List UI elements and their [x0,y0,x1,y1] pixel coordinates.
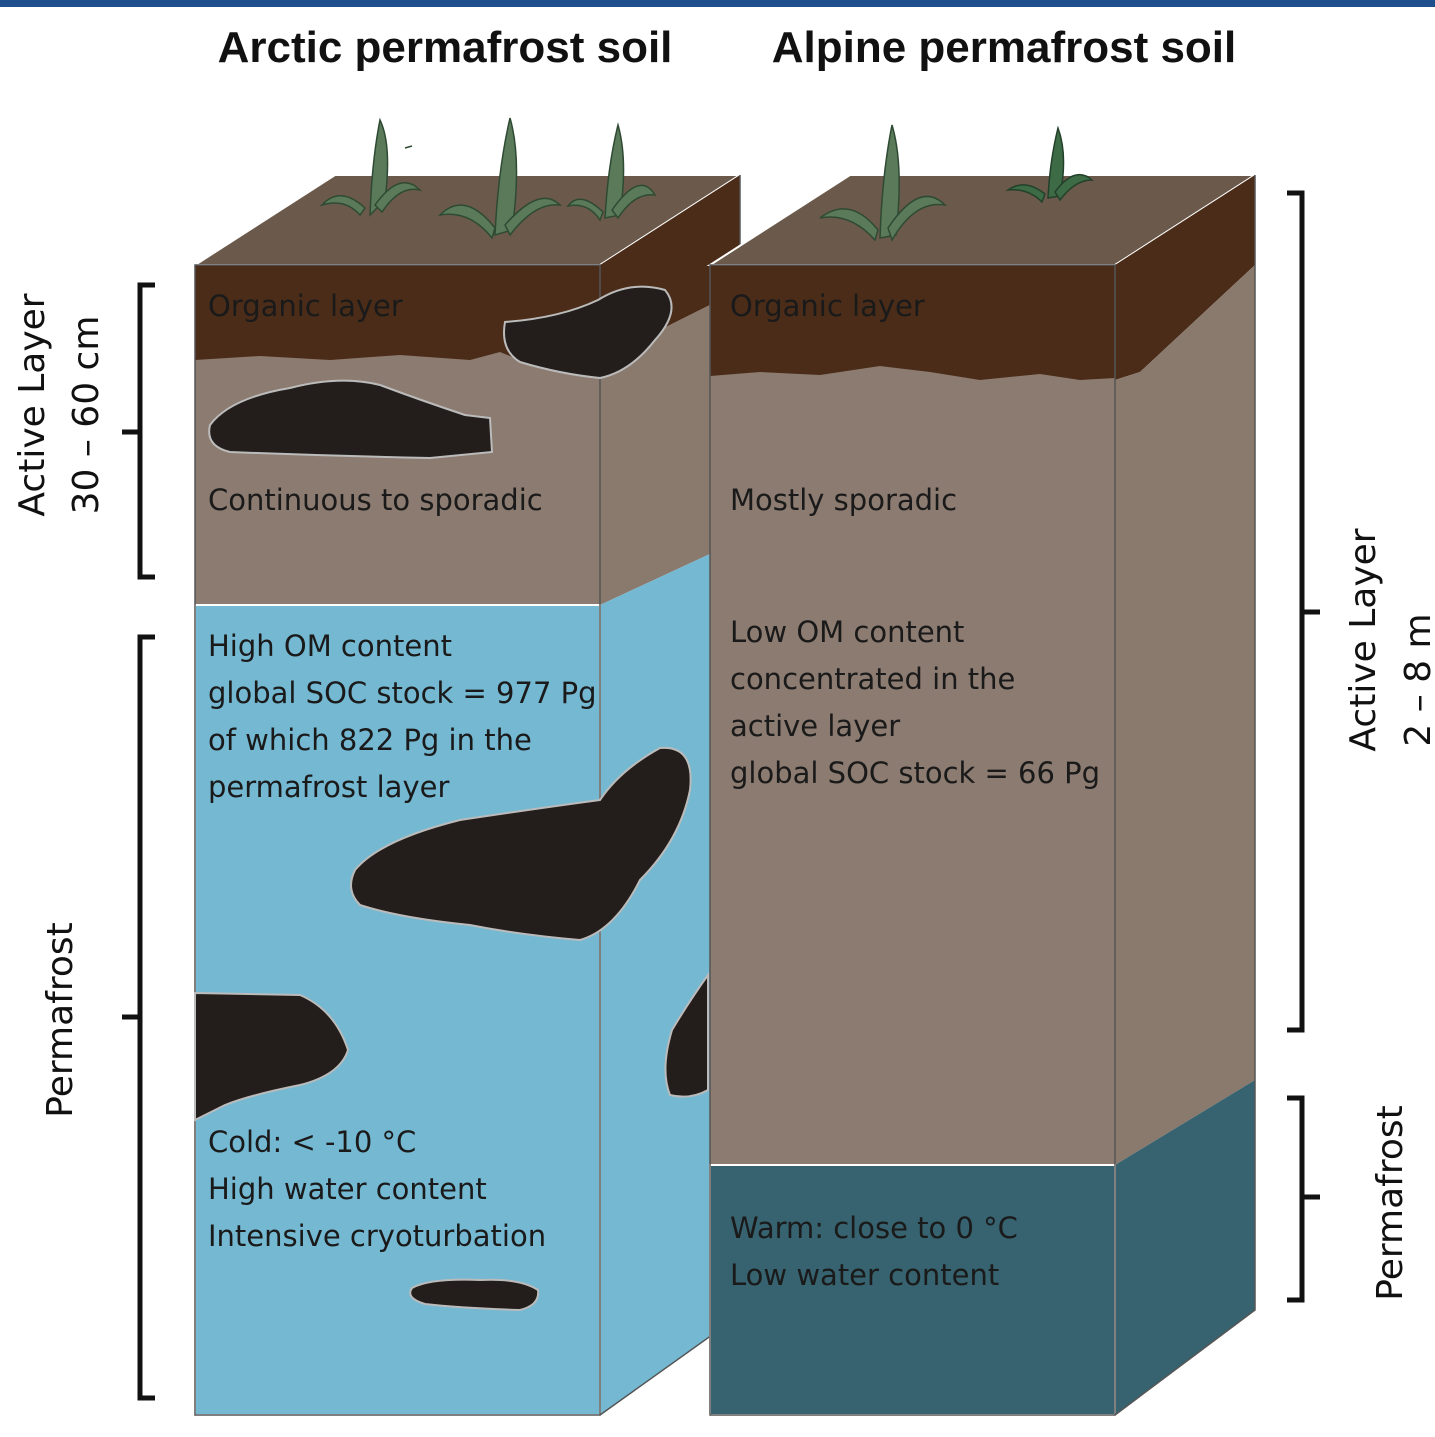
left-permafrost-label: Permafrost [40,922,81,1117]
arctic-om-line-2: global SOC stock = 977 Pg [208,676,597,710]
alpine-soil-block [706,124,1259,1416]
arctic-om-line-3: of which 822 Pg in the [208,723,532,757]
alpine-om-line-3: active layer [730,709,900,743]
arctic-soil-block [191,117,744,1416]
left-active-layer-bracket [122,282,155,580]
alpine-warm-line-2: Low water content [730,1258,999,1292]
right-active-layer-depth: 2 – 8 m [1398,613,1435,746]
arctic-cold-line-1: Cold: < -10 °C [208,1125,416,1159]
alpine-om-line-1: Low OM content [730,615,964,649]
alpine-side-organic [1115,175,1255,380]
right-permafrost-bracket [1287,1095,1320,1303]
arctic-active-desc: Continuous to sporadic [208,483,543,517]
arctic-cold-line-3: Intensive cryoturbation [208,1219,546,1253]
carbon-patch [664,971,709,1098]
left-active-layer-depth: 30 – 60 cm [66,316,107,515]
alpine-side-outline [1114,175,1256,1416]
right-permafrost-label: Permafrost [1370,1105,1411,1300]
alpine-side-soil [1115,265,1255,1165]
arctic-organic-label: Organic layer [208,289,403,323]
arctic-om-line-4: permafrost layer [208,770,449,804]
alpine-active-soil [710,366,1115,1165]
carbon-patch [350,746,692,942]
alpine-warm-line-1: Warm: close to 0 °C [730,1211,1018,1245]
alpine-organic-layer [710,265,1115,380]
left-permafrost-bracket [122,634,155,1401]
right-active-layer-label: Active Layer [1343,528,1384,751]
alpine-side-permafrost [1115,1080,1255,1415]
carbon-patch [503,285,673,380]
arctic-active-soil [195,352,600,605]
plant-icon [819,124,948,242]
alpine-om-line-2: concentrated in the [730,662,1015,696]
arctic-cold-line-2: High water content [208,1172,487,1206]
arctic-om-line-1: High OM content [208,629,452,663]
alpine-active-desc: Mostly sporadic [730,483,957,517]
right-active-layer-bracket [1287,190,1320,1033]
carbon-patch [194,991,350,1122]
arctic-side-soil [600,290,740,605]
alpine-om-line-4: global SOC stock = 66 Pg [730,756,1100,790]
carbon-patch [208,379,494,460]
alpine-organic-label: Organic layer [730,289,925,323]
left-active-layer-label: Active Layer [12,293,53,516]
plant-icon [437,117,563,240]
alpine-title: Alpine permafrost soil [772,23,1237,72]
arctic-title: Arctic permafrost soil [218,23,673,72]
plant-icon [319,117,423,217]
plant-icon [566,122,657,222]
arctic-side-permafrost [600,540,740,1415]
carbon-patch [409,1278,540,1312]
top-border [0,0,1435,7]
plant-icon [1005,125,1094,204]
alpine-permafrost-layer [709,1164,1116,1416]
